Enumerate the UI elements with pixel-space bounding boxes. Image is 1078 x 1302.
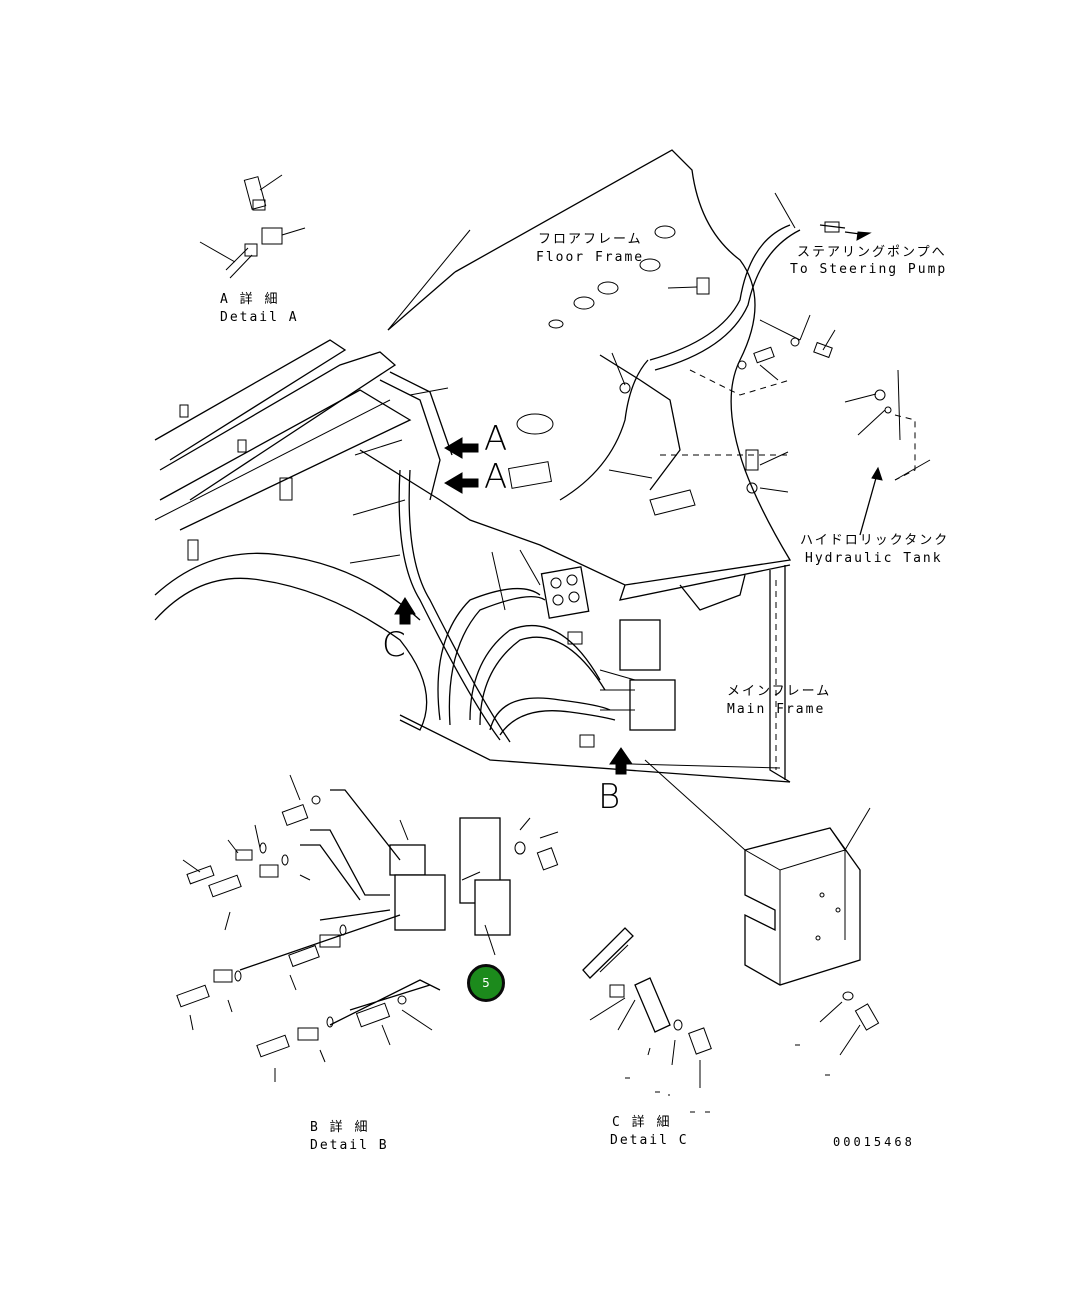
view-arrows (394, 437, 781, 775)
hydraulic-tank-bracket (844, 369, 931, 536)
hydraulic-tank-label-jp: ハイドロリックタンク (800, 533, 950, 548)
guard-cover (644, 759, 880, 1076)
detail-b-drawing (176, 774, 559, 1082)
detail-c-drawing (582, 927, 712, 1113)
main-frame-label-en: Main Frame (727, 702, 826, 717)
main-frame-outline (154, 552, 791, 783)
frame-rails (154, 339, 412, 561)
view-c-marker: C (382, 625, 406, 665)
detail-b-label-en: Detail B (310, 1138, 389, 1153)
callout-number: 5 (482, 976, 490, 990)
view-b-marker: B (598, 777, 621, 817)
hydraulic-tank-label-en: Hydraulic Tank (805, 551, 943, 566)
steering-pump-label-en: To Steering Pump (790, 262, 948, 277)
floor-frame-label-jp: フロアフレーム (538, 232, 643, 247)
view-a-marker-lower: A (484, 457, 508, 497)
detail-b-label-jp: B 詳 細 (310, 1120, 370, 1135)
drawing-number: 00015468 (833, 1135, 915, 1149)
detail-a-drawing (199, 174, 306, 279)
leader-lines (349, 229, 653, 611)
detail-c-label-en: Detail C (610, 1133, 689, 1148)
center-valve-block (540, 566, 676, 748)
steering-pump-label-jp: ステアリングポンプへ (797, 245, 947, 260)
main-frame-label-jp: メインフレーム (727, 684, 832, 699)
floor-frame-outline (359, 149, 792, 601)
callout-part-5[interactable]: 5 (467, 964, 505, 1002)
detail-a-label-jp: A 詳 細 (220, 292, 280, 307)
floor-frame-label-en: Floor Frame (536, 250, 645, 265)
fasteners-right (619, 277, 836, 494)
view-a-marker-upper: A (484, 419, 508, 459)
steering-pump-line (559, 192, 872, 501)
detail-a-label-en: Detail A (220, 310, 299, 325)
detail-c-label-jp: C 詳 細 (612, 1115, 672, 1130)
hydraulic-hoses (379, 371, 616, 743)
